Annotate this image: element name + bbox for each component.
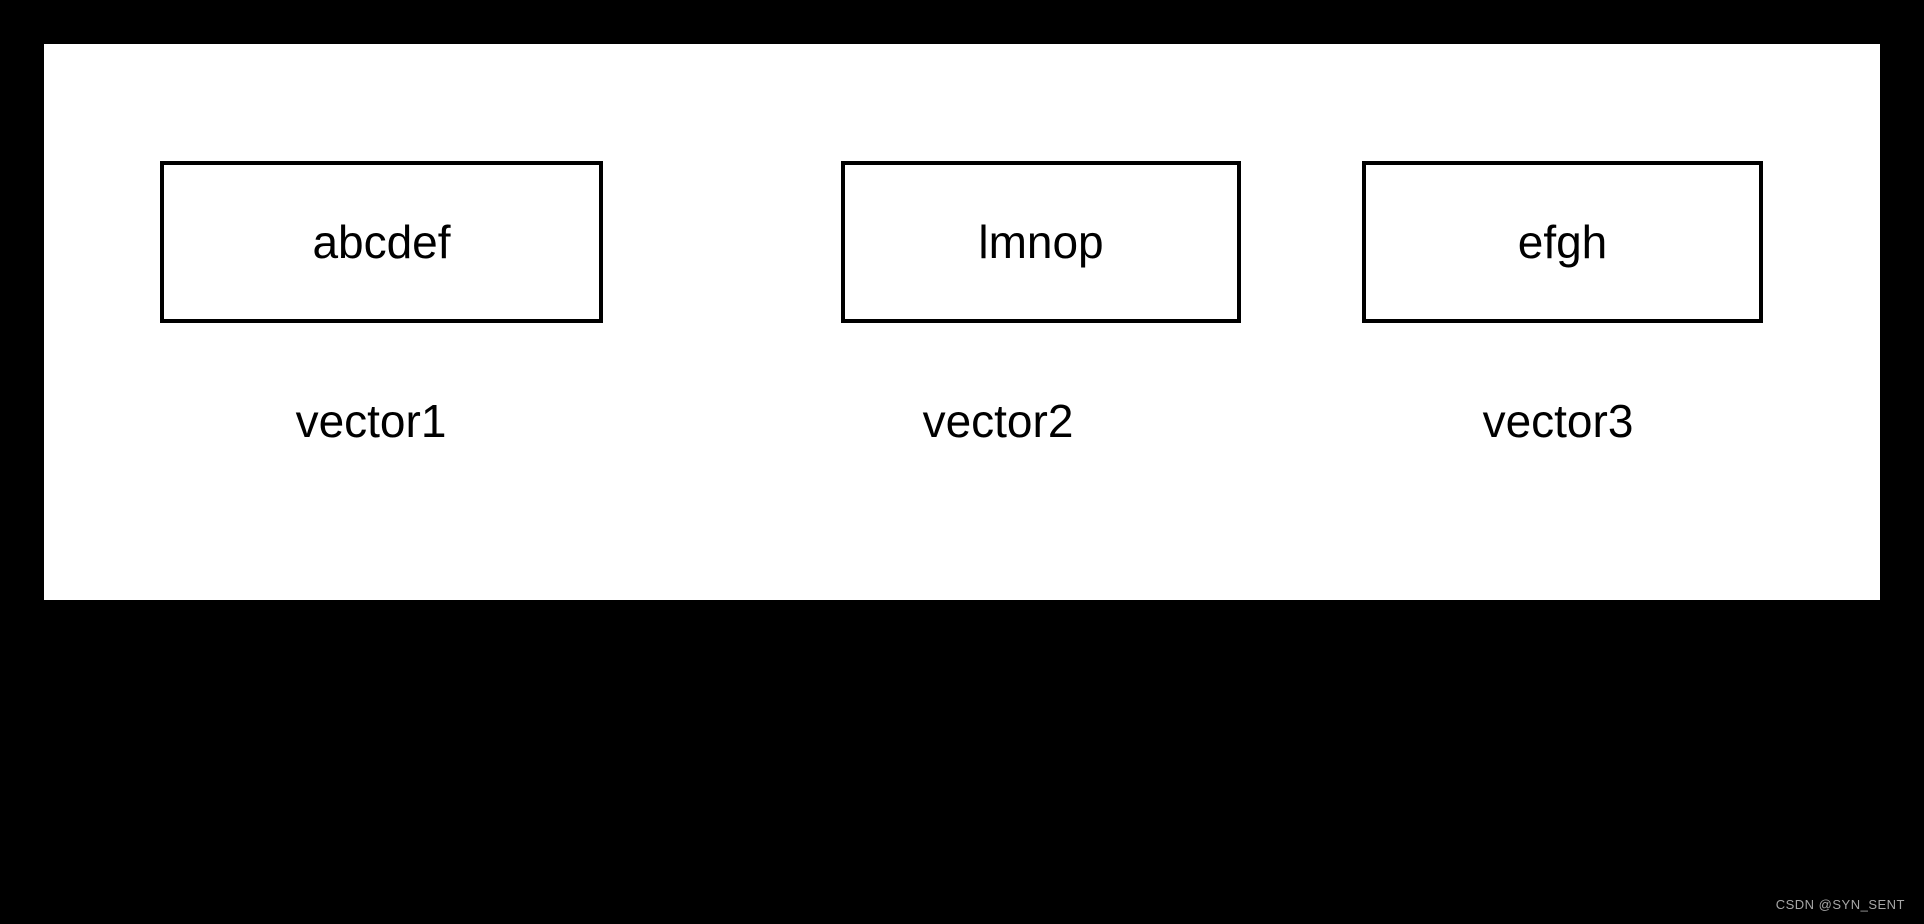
- vector-label-1: vector1: [295, 395, 447, 447]
- csdn-watermark: CSDN @SYN_SENT: [1775, 897, 1905, 912]
- vector-box-1-text: abcdef: [312, 216, 451, 268]
- vector-box-2-text: lmnop: [978, 216, 1104, 268]
- vector-box-3: efgh: [1362, 161, 1763, 323]
- vector-box-3-text: efgh: [1517, 216, 1608, 268]
- vector-box-1: abcdef: [160, 161, 603, 323]
- vector-label-3: vector3: [1482, 395, 1634, 447]
- vector-box-2: lmnop: [841, 161, 1241, 323]
- diagram-panel: abcdef lmnop efgh vector1 vector2 vector…: [44, 44, 1880, 600]
- vector-label-2: vector2: [922, 395, 1074, 447]
